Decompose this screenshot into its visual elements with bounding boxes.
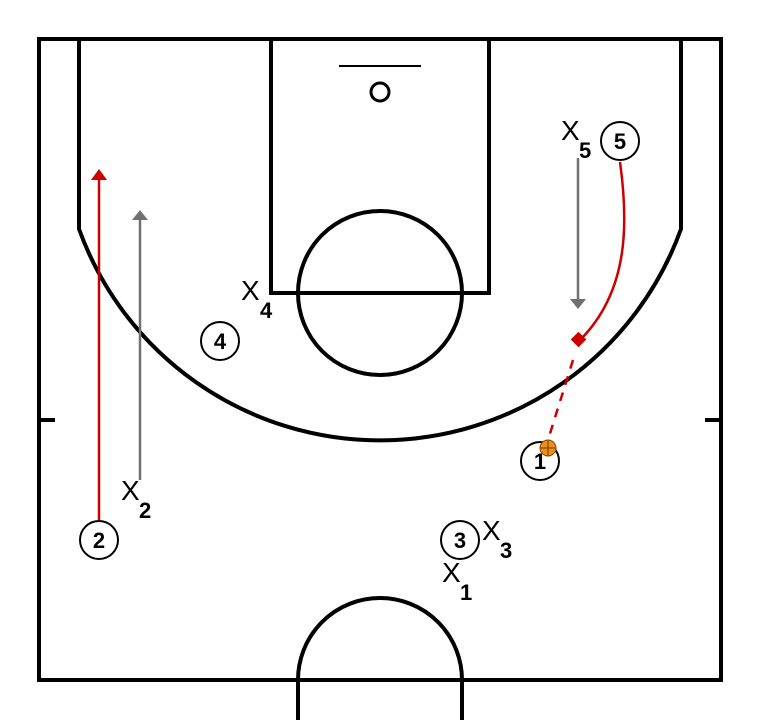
defender-x4-number: 4	[260, 298, 273, 323]
offense-player-4-label: 4	[214, 329, 227, 354]
defender-5-move-arrow	[570, 158, 586, 309]
free-throw-circle	[296, 209, 464, 377]
paint-lane	[269, 37, 491, 295]
offense-player-1-label: 1	[534, 449, 546, 474]
defender-x5-mark: X	[561, 115, 580, 146]
defender-x4: X 4	[241, 275, 273, 323]
defender-x3-number: 3	[500, 538, 512, 563]
basketball-icon	[539, 439, 557, 457]
three-point-arc	[77, 39, 683, 443]
offense-player-3-label: 3	[454, 528, 466, 553]
pass-line	[546, 359, 575, 441]
defender-x3-mark: X	[482, 515, 501, 546]
court-lines	[37, 37, 723, 720]
defender-x4-mark: X	[241, 275, 260, 306]
offense-player-4: 4	[200, 321, 240, 361]
defender-x2: X 2	[121, 475, 151, 523]
player-2-cut-arrow	[91, 169, 107, 520]
defender-x1-mark: X	[442, 557, 461, 588]
offense-player-5: 5	[600, 121, 640, 161]
defender-x5-number: 5	[579, 138, 591, 163]
center-circle	[296, 596, 464, 720]
defender-x2-number: 2	[139, 498, 151, 523]
offense-player-2: 2	[79, 520, 119, 560]
defender-x1: X 1	[442, 557, 472, 605]
defender-x1-number: 1	[460, 580, 472, 605]
defender-x5: X 5	[561, 115, 591, 163]
offense-player-2-label: 2	[93, 528, 105, 553]
defender-x3: X 3	[482, 515, 512, 563]
offense-player-3: 3	[440, 520, 480, 560]
defender-2-move-arrow	[132, 210, 148, 480]
offense-player-5-label: 5	[614, 129, 626, 154]
rim	[369, 81, 391, 103]
defender-x2-mark: X	[121, 475, 140, 506]
